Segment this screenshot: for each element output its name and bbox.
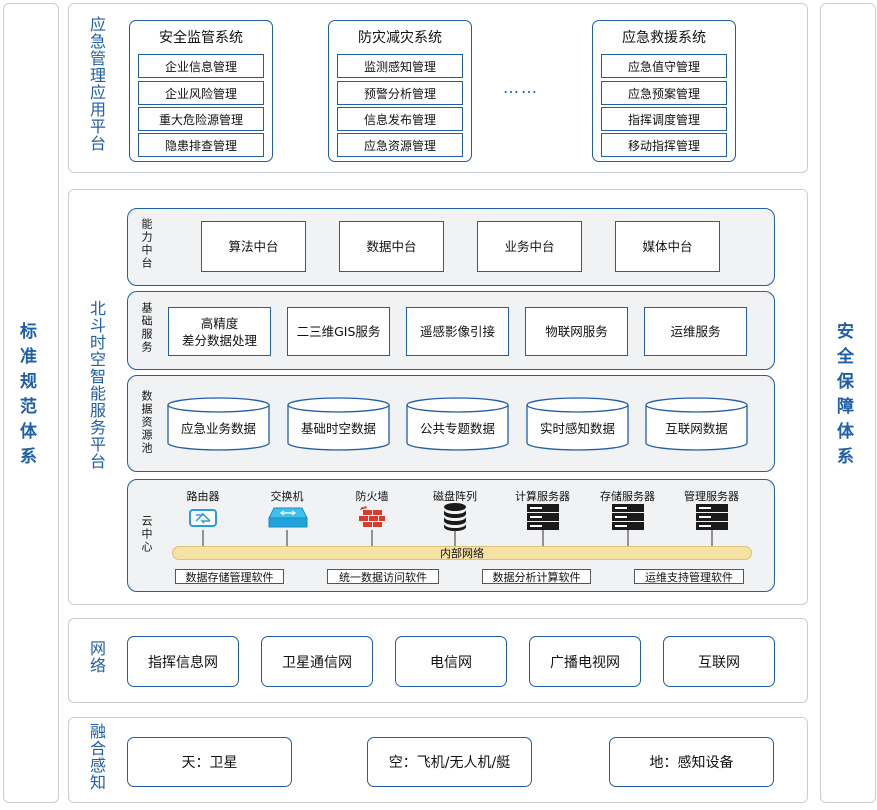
basic-services-label: 基础服务 (140, 302, 153, 354)
system-item: 监测感知管理 (337, 54, 463, 78)
basic-service-item: 物联网服务 (525, 307, 628, 356)
data-cylinder-label: 互联网数据 (665, 420, 728, 436)
system-item: 预警分析管理 (337, 81, 463, 105)
disk-array-icon (444, 503, 466, 531)
service-platform-title: 北斗时空智能服务平台 (87, 300, 106, 470)
data-pool-label: 数据资源池 (140, 390, 153, 455)
security-panel (820, 3, 876, 803)
system-item: 隐患排查管理 (138, 133, 264, 157)
device-label: 磁盘阵列 (433, 490, 477, 503)
cylinder-shape (645, 397, 748, 451)
system-item: 企业风险管理 (138, 81, 264, 105)
system-item: 企业信息管理 (138, 54, 264, 78)
capability-item: 算法中台 (201, 221, 306, 272)
basic-service-item: 遥感影像引接 (406, 307, 509, 356)
basic-service-item: 高精度 差分数据处理 (168, 307, 271, 356)
system-item: 移动指挥管理 (601, 133, 727, 157)
capability-item: 媒体中台 (615, 221, 720, 272)
system-item: 重大危险源管理 (138, 107, 264, 131)
software-item: 数据存储管理软件 (175, 569, 284, 584)
data-cylinder-label: 应急业务数据 (180, 420, 256, 436)
fusion-item: 空：飞机/无人机/艇 (367, 737, 532, 787)
cylinder-shape (167, 397, 270, 451)
device-label: 路由器 (186, 490, 220, 503)
capability-item: 数据中台 (339, 221, 444, 272)
system-title: 应急救援系统 (622, 30, 706, 46)
router-icon (189, 509, 217, 527)
switch-icon (268, 507, 308, 528)
network-item: 指挥信息网 (127, 636, 239, 687)
cylinder-shape (406, 397, 509, 451)
data-cylinder: 实时感知数据 (526, 397, 629, 451)
capability-label: 能力中台 (140, 218, 153, 270)
firewall-icon (359, 506, 385, 527)
security-title: 安全保障体系 (833, 322, 853, 472)
device-label: 计算服务器 (515, 490, 570, 503)
cylinder-shape (526, 397, 629, 451)
standards-panel (3, 3, 59, 803)
system-title: 防灾减灾系统 (358, 30, 442, 46)
app-platform-title: 应急管理应用平台 (87, 16, 106, 152)
network-item: 电信网 (395, 636, 507, 687)
server-icon (696, 504, 728, 530)
cloud-center-label: 云中心 (140, 515, 153, 554)
capability-item: 业务中台 (477, 221, 582, 272)
fusion-title: 融合感知 (87, 723, 106, 791)
network-title: 网络 (87, 640, 106, 674)
network-item: 互联网 (663, 636, 775, 687)
internal-network-bus: 内部网络 (172, 546, 752, 560)
network-item: 卫星通信网 (261, 636, 373, 687)
data-cylinder: 基础时空数据 (287, 397, 390, 451)
system-safety-supervision: 安全监管系统 企业信息管理 企业风险管理 重大危险源管理 隐患排查管理 (129, 20, 273, 162)
system-emergency-rescue: 应急救援系统 应急值守管理 应急预案管理 指挥调度管理 移动指挥管理 (592, 20, 736, 162)
cylinder-shape (287, 397, 390, 451)
system-title: 安全监管系统 (159, 30, 243, 46)
device-label: 管理服务器 (684, 490, 739, 503)
system-item: 应急预案管理 (601, 81, 727, 105)
system-item: 应急资源管理 (337, 133, 463, 157)
standards-title: 标准规范体系 (16, 322, 36, 472)
data-cylinder-label: 实时感知数据 (539, 420, 615, 436)
device-label: 存储服务器 (600, 490, 655, 503)
data-cylinder: 应急业务数据 (167, 397, 270, 451)
device-label: 交换机 (270, 490, 304, 503)
more-systems-ellipsis: …… (503, 78, 539, 97)
data-cylinder: 互联网数据 (645, 397, 748, 451)
basic-service-item: 二三维GIS服务 (287, 307, 390, 356)
software-item: 统一数据访问软件 (327, 569, 439, 584)
device-connectors (202, 530, 713, 548)
data-cylinder-label: 基础时空数据 (300, 420, 376, 436)
network-item: 广播电视网 (529, 636, 641, 687)
system-item: 指挥调度管理 (601, 107, 727, 131)
fusion-item: 地：感知设备 (609, 737, 774, 787)
data-cylinder-label: 公共专题数据 (419, 420, 495, 436)
system-item: 应急值守管理 (601, 54, 727, 78)
data-cylinder: 公共专题数据 (406, 397, 509, 451)
internal-network-label: 内部网络 (440, 547, 484, 560)
server-icon (527, 504, 559, 530)
system-item: 信息发布管理 (337, 107, 463, 131)
system-disaster-prevention: 防灾减灾系统 监测感知管理 预警分析管理 信息发布管理 应急资源管理 (328, 20, 472, 162)
device-label: 防火墙 (355, 490, 389, 503)
server-icon (612, 504, 644, 530)
basic-service-item: 运维服务 (644, 307, 747, 356)
fusion-item: 天：卫星 (127, 737, 292, 787)
software-item: 运维支持管理软件 (634, 569, 744, 584)
software-item: 数据分析计算软件 (482, 569, 591, 584)
